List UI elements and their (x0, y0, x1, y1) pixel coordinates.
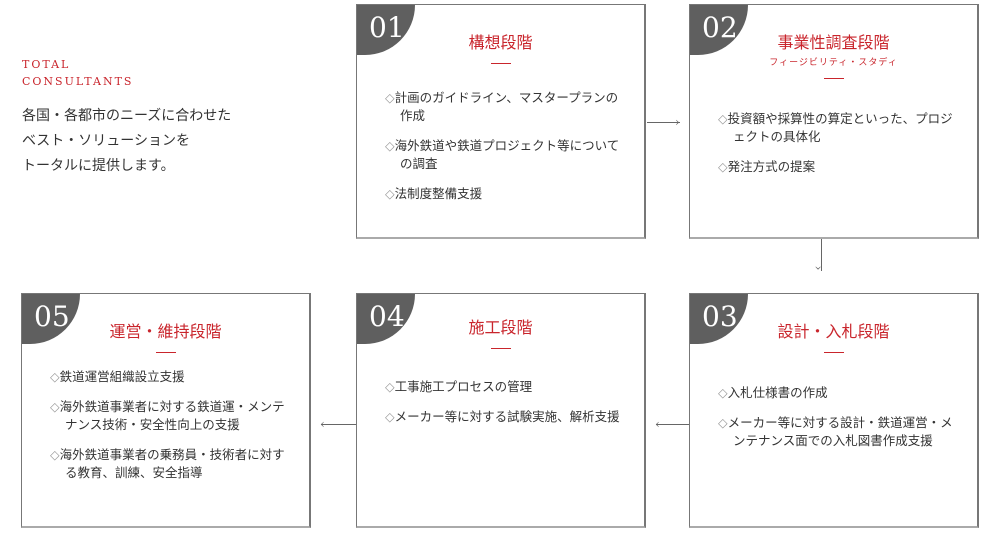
intro-text: 各国・各都市のニーズに合わせた ベスト・ソリューションを トータルに提供します。 (22, 104, 231, 179)
arrow-02-03 (821, 239, 822, 271)
step-title-text: 施工段階 (468, 318, 533, 337)
step-title-text: 運営・維持段階 (109, 322, 222, 341)
list-item: メーカー等に対する設計・鉄道運営・メンテナンス面での入札図書作成支援 (718, 414, 957, 450)
list-item: 入札仕様書の作成 (718, 384, 957, 402)
list-item: 海外鉄道事業者に対する鉄道運・メンテナンス技術・安全性向上の支援 (50, 398, 289, 434)
step-items: 投資額や採算性の算定といった、プロジェクトの具体化 発注方式の提案 (718, 110, 957, 188)
title-underline (823, 78, 844, 79)
list-item: 工事施工プロセスの管理 (385, 378, 624, 396)
step-title: 設計・入札段階 (690, 318, 977, 353)
step-items: 工事施工プロセスの管理 メーカー等に対する試験実施、解析支援 (385, 378, 624, 438)
intro-label: TOTAL CONSULTANTS (22, 56, 231, 90)
arrow-right-icon: › (675, 115, 680, 129)
arrow-left-icon: ‹ (320, 417, 325, 431)
arrow-03-04 (656, 424, 689, 425)
title-underline (155, 352, 176, 353)
step-number-badge: 01 (357, 5, 415, 55)
intro: TOTAL CONSULTANTS 各国・各都市のニーズに合わせた ベスト・ソリュ… (22, 56, 231, 179)
arrow-01-02 (647, 122, 680, 123)
step-items: 鉄道運営組織設立支援 海外鉄道事業者に対する鉄道運・メンテナンス技術・安全性向上… (50, 368, 289, 494)
step-03-card: 03 設計・入札段階 入札仕様書の作成 メーカー等に対する設計・鉄道運営・メンテ… (689, 293, 979, 528)
list-item: 計画のガイドライン、マスタープランの作成 (385, 89, 624, 125)
step-title-text: 設計・入札段階 (777, 322, 890, 341)
step-title-text: 事業性調査段階 (777, 33, 890, 52)
step-items: 計画のガイドライン、マスタープランの作成 海外鉄道や鉄道プロジェクト等についての… (385, 89, 624, 215)
label-line: CONSULTANTS (22, 75, 134, 88)
intro-line: ベスト・ソリューションを (22, 133, 190, 149)
step-items: 入札仕様書の作成 メーカー等に対する設計・鉄道運営・メンテナンス面での入札図書作… (718, 384, 957, 462)
list-item: 発注方式の提案 (718, 158, 957, 176)
title-underline (490, 348, 511, 349)
arrow-down-icon: › (811, 265, 826, 271)
intro-line: 各国・各都市のニーズに合わせた (22, 108, 232, 124)
step-title: 事業性調査段階フィージビリティ・スタディ (690, 29, 977, 79)
list-item: 投資額や採算性の算定といった、プロジェクトの具体化 (718, 110, 957, 146)
step-title-text: 構想段階 (468, 33, 533, 52)
list-item: メーカー等に対する試験実施、解析支援 (385, 408, 624, 426)
step-title: 施工段階 (357, 314, 644, 349)
step-title: 運営・維持段階 (22, 318, 309, 353)
list-item: 海外鉄道や鉄道プロジェクト等についての調査 (385, 137, 624, 173)
list-item: 鉄道運営組織設立支援 (50, 368, 289, 386)
label-line: TOTAL (22, 58, 71, 71)
step-05-card: 05 運営・維持段階 鉄道運営組織設立支援 海外鉄道事業者に対する鉄道運・メンテ… (21, 293, 311, 528)
title-underline (490, 63, 511, 64)
step-01-card: 01 構想段階 計画のガイドライン、マスタープランの作成 海外鉄道や鉄道プロジェ… (356, 4, 646, 239)
list-item: 海外鉄道事業者の乗務員・技術者に対する教育、訓練、安全指導 (50, 446, 289, 482)
title-underline (823, 352, 844, 353)
arrow-left-icon: ‹ (655, 417, 660, 431)
step-04-card: 04 施工段階 工事施工プロセスの管理 メーカー等に対する試験実施、解析支援 (356, 293, 646, 528)
intro-line: トータルに提供します。 (22, 158, 175, 174)
arrow-04-05 (321, 424, 356, 425)
step-subtitle: フィージビリティ・スタディ (769, 58, 898, 68)
step-title: 構想段階 (357, 29, 644, 64)
list-item: 法制度整備支援 (385, 185, 624, 203)
